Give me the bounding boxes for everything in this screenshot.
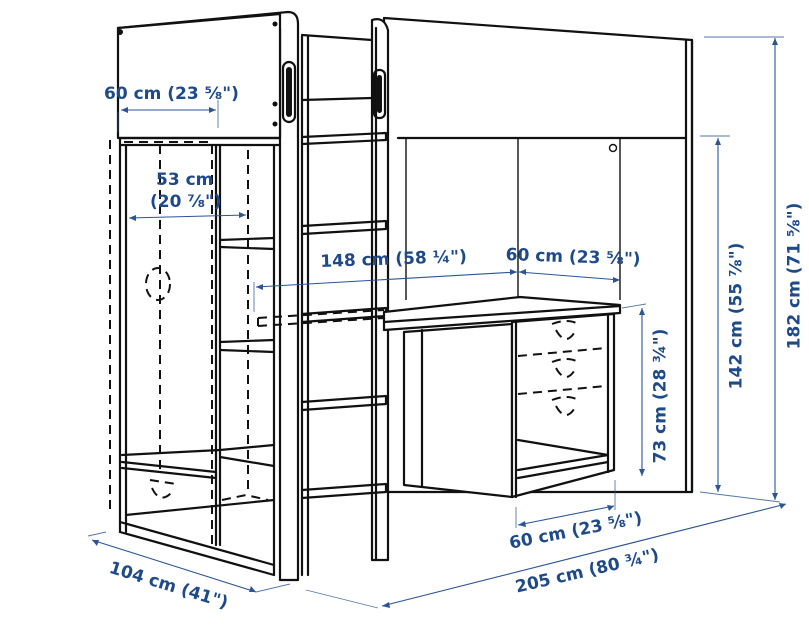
desk <box>257 295 622 499</box>
desk-height-label: 73 cm (28 ¾") <box>650 328 671 464</box>
under-bed-clearance-label: 142 cm (55 ⅞") <box>726 242 747 390</box>
wardrobe-inner-width-inches-label: (20 ⅞") <box>150 192 222 212</box>
wardrobe-inner-width-label: 53 cm <box>156 170 214 190</box>
ladder <box>300 18 390 577</box>
wardrobe-depth-label: 60 cm (23 ⅝") <box>104 84 239 104</box>
wardrobe-unit <box>109 136 282 577</box>
total-height-label: 182 cm (71 ⅝") <box>784 202 805 350</box>
dimension-lines <box>87 36 787 609</box>
drawer-handles <box>551 320 579 416</box>
desk-top-depth-label: 60 cm (23 ⅝") <box>505 245 641 270</box>
